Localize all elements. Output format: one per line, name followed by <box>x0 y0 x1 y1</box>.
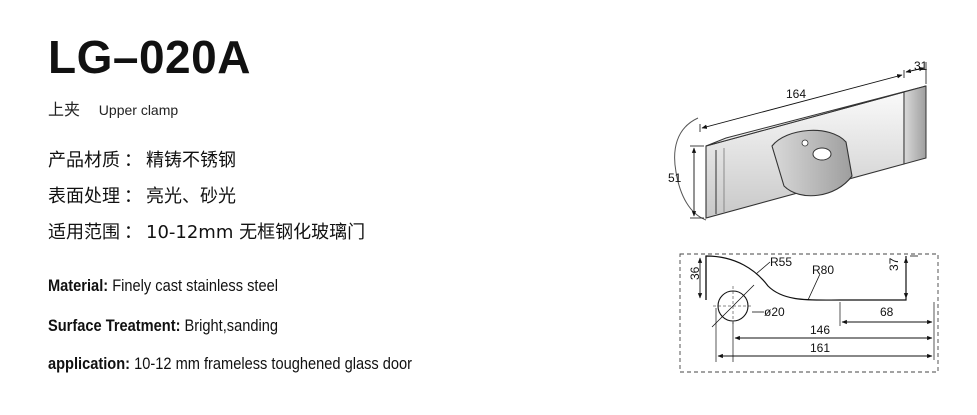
dim-line-164 <box>701 74 903 129</box>
spec-cn-value: 10-12mm 无框钢化玻璃门 <box>146 222 366 243</box>
spec-en-label: Material: <box>48 276 109 295</box>
dim-width-3: 161 <box>810 341 830 355</box>
spec-cn-sep: ： <box>124 222 142 243</box>
dim-depth: 31 <box>914 59 928 73</box>
spec-cn-material: 产品材质：精铸不锈钢 <box>48 146 236 172</box>
product-name: 上夹 Upper clamp <box>48 96 178 120</box>
product-name-cn: 上夹 <box>48 100 81 119</box>
profile-outline <box>705 255 907 301</box>
spec-en-material: Material: Finely cast stainless steel <box>48 276 278 296</box>
spec-en-label: Surface Treatment: <box>48 316 181 335</box>
spec-en-value: 10-12 mm frameless toughened glass door <box>130 354 413 373</box>
spec-cn-surface: 表面处理：亮光、砂光 <box>48 182 236 208</box>
spec-cn-label: 表面处理 <box>48 186 120 207</box>
spec-cn-sep: ： <box>124 186 142 207</box>
glass-outline <box>674 117 707 221</box>
spec-cn-value: 亮光、砂光 <box>146 186 236 207</box>
spec-cn-sep: ： <box>124 150 142 171</box>
product-model: LG–020A <box>48 31 251 83</box>
pivot-housing <box>771 129 853 197</box>
spec-en-surface: Surface Treatment: Bright,sanding <box>48 316 278 336</box>
plan-view: ø20 36 R55 R80 37 68 146 161 <box>679 253 939 373</box>
dim-line-31 <box>905 66 925 74</box>
dim-hole: ø20 <box>764 305 785 319</box>
spec-en-value: Finely cast stainless steel <box>108 276 278 295</box>
isometric-view: 164 31 51 <box>668 59 928 221</box>
spec-en-label: application: <box>48 354 131 373</box>
dim-width-1: 68 <box>880 305 894 319</box>
dim-radius-2: R80 <box>812 263 834 277</box>
product-name-en: Upper clamp <box>98 102 179 118</box>
glass-frame <box>679 253 939 373</box>
spec-en-value: Bright,sanding <box>180 316 278 335</box>
dim-length: 164 <box>786 87 806 101</box>
pivot-hole <box>812 147 832 161</box>
spec-cn-application: 适用范围：10-12mm 无框钢化玻璃门 <box>48 218 365 244</box>
spec-cn-label: 适用范围 <box>48 222 120 243</box>
dim-height-right: 37 <box>887 257 901 271</box>
spec-cn-value: 精铸不锈钢 <box>146 150 236 171</box>
dim-radius-1: R55 <box>770 255 792 269</box>
spec-cn-label: 产品材质 <box>48 150 120 171</box>
spec-en-application: application: 10-12 mm frameless toughene… <box>48 354 412 374</box>
dim-height-left: 36 <box>688 266 702 280</box>
screw-hole <box>801 139 809 147</box>
dim-width-2: 146 <box>810 323 830 337</box>
clamp-end-face <box>903 85 927 165</box>
dim-height: 51 <box>668 171 682 185</box>
